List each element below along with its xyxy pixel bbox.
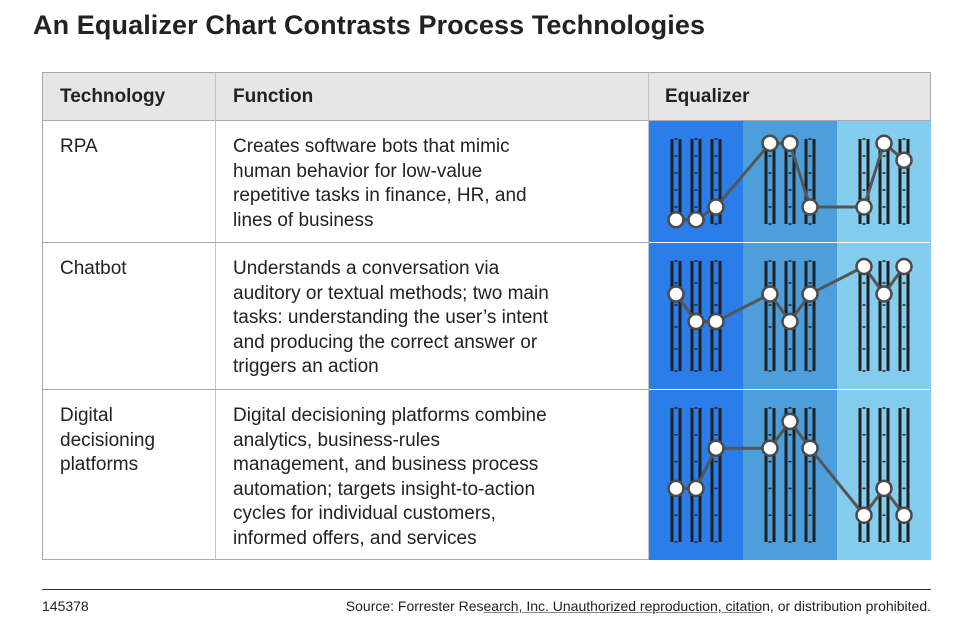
equalizer-graphic bbox=[649, 243, 931, 389]
slider-knob bbox=[781, 412, 799, 431]
equalizer-band bbox=[837, 243, 931, 389]
column-divider bbox=[648, 73, 649, 559]
slider-knob bbox=[895, 257, 913, 276]
slider-knob bbox=[875, 479, 893, 498]
slider-knob bbox=[801, 285, 819, 303]
function-line: and producing the correct answer or bbox=[233, 331, 538, 353]
slider-knob bbox=[707, 312, 725, 331]
footer-divider bbox=[42, 589, 931, 590]
equalizer-band bbox=[837, 390, 931, 560]
function-line: Creates software bots that mimic bbox=[233, 136, 510, 157]
function-line: triggers an action bbox=[233, 356, 379, 377]
row-function-digital-decisioning: Digital decisioning platforms combine an… bbox=[233, 404, 547, 551]
equalizer-band bbox=[649, 390, 744, 560]
equalizer-chatbot bbox=[649, 243, 931, 389]
slider-knob bbox=[855, 506, 873, 524]
function-line: informed offers, and services bbox=[233, 527, 477, 549]
function-line: analytics, business-rules bbox=[233, 429, 440, 451]
source-text: n, or distribution prohibited. bbox=[762, 598, 931, 614]
function-line: Understands a conversation via bbox=[233, 258, 500, 279]
source-text: Source: Forrester Res bbox=[345, 598, 484, 614]
row-technology-digital-decisioning: Digital decisioning platforms bbox=[60, 404, 155, 478]
equalizer-digital-decisioning bbox=[649, 390, 931, 560]
page-title: An Equalizer Chart Contrasts Process Tec… bbox=[33, 10, 706, 40]
slider-knob bbox=[875, 285, 893, 303]
equalizer-graphic bbox=[649, 121, 931, 242]
slider-knob bbox=[761, 134, 779, 152]
slider-knob bbox=[687, 479, 705, 498]
figure-id: 145378 bbox=[42, 598, 89, 614]
header-equalizer: Equalizer bbox=[665, 86, 750, 107]
slider-knob bbox=[707, 198, 725, 216]
function-line: repetitive tasks in finance, HR, and bbox=[233, 185, 527, 206]
row-function-chatbot: Understands a conversation via auditory … bbox=[233, 257, 549, 380]
function-line: auditory or textual methods; two main bbox=[233, 282, 549, 304]
row-divider bbox=[43, 389, 649, 390]
source-note: Source: Forrester Research, Inc. Unautho… bbox=[346, 598, 931, 614]
technology-line: Digital bbox=[60, 405, 113, 426]
slider-knob bbox=[667, 479, 685, 498]
slider-knob bbox=[781, 134, 799, 152]
function-line: cycles for individual customers, bbox=[233, 503, 496, 524]
slider-knob bbox=[687, 312, 705, 331]
table-header: Technology Function Equalizer bbox=[43, 73, 930, 121]
comparison-table: Technology Function Equalizer RPA Create… bbox=[42, 72, 931, 560]
slider-knob bbox=[801, 198, 819, 216]
slider-knob bbox=[687, 211, 705, 229]
slider-knob bbox=[667, 211, 685, 229]
slider-knob bbox=[761, 439, 779, 457]
source-text-underlined: earch, Inc. Unauthorized reproduction, c… bbox=[483, 598, 763, 614]
slider-knob bbox=[875, 134, 893, 152]
equalizer-rpa bbox=[649, 121, 931, 242]
slider-knob bbox=[781, 312, 799, 331]
header-function: Function bbox=[233, 86, 314, 107]
column-divider bbox=[215, 73, 216, 559]
slider-knob bbox=[667, 285, 685, 303]
row-technology-chatbot: Chatbot bbox=[60, 257, 127, 282]
row-function-rpa: Creates software bots that mimic human b… bbox=[233, 135, 527, 233]
equalizer-graphic bbox=[649, 390, 931, 560]
technology-line: platforms bbox=[60, 454, 139, 475]
slider-knob bbox=[761, 285, 779, 303]
slider-knob bbox=[855, 198, 873, 216]
technology-line: RPA bbox=[60, 136, 98, 157]
slider-knob bbox=[855, 257, 873, 276]
function-line: Digital decisioning platforms combine bbox=[233, 405, 547, 426]
row-divider bbox=[43, 242, 649, 243]
function-line: lines of business bbox=[233, 209, 374, 231]
row-technology-rpa: RPA bbox=[60, 135, 98, 160]
slider-knob bbox=[801, 439, 819, 457]
function-line: management, and business process bbox=[233, 454, 539, 475]
technology-line: decisioning bbox=[60, 429, 156, 451]
header-technology: Technology bbox=[60, 86, 166, 107]
technology-line: Chatbot bbox=[60, 258, 127, 279]
function-line: tasks: understanding the user’s intent bbox=[233, 307, 549, 328]
slider-knob bbox=[895, 151, 913, 169]
function-line: automation; targets insight-to-action bbox=[233, 478, 536, 500]
slider-knob bbox=[707, 439, 725, 457]
slider-knob bbox=[895, 506, 913, 524]
function-line: human behavior for low-value bbox=[233, 160, 483, 182]
